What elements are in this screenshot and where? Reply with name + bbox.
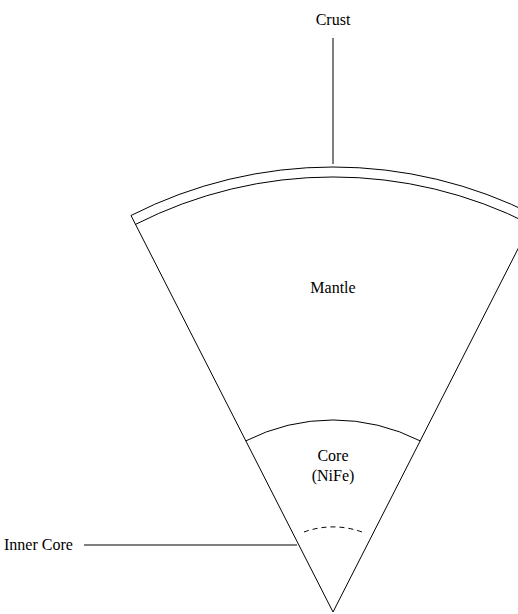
layer-label: Inner Core bbox=[4, 535, 73, 555]
layer-label: Crust bbox=[316, 10, 351, 30]
inner-core-boundary bbox=[304, 527, 362, 532]
wedge-edge bbox=[333, 216, 518, 613]
core-boundary-arc bbox=[246, 420, 420, 441]
leader-line bbox=[333, 38, 334, 164]
layer-label: Core (NiFe) bbox=[305, 446, 361, 486]
layer-label: Mantle bbox=[310, 278, 355, 298]
wedge-edge bbox=[131, 216, 333, 613]
crust-inner-arc bbox=[136, 177, 518, 224]
crust-outer-arc bbox=[131, 167, 518, 215]
leader-line bbox=[84, 545, 297, 546]
